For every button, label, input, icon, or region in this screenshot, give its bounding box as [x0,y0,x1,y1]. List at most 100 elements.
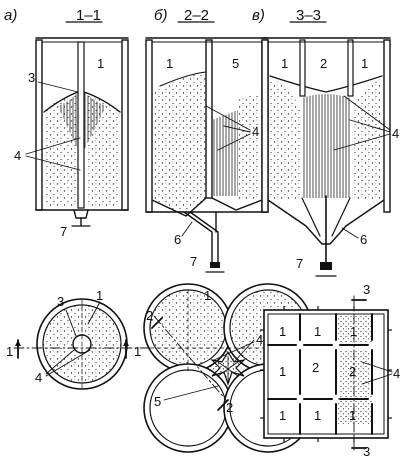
panel-a-letter: а) [4,7,17,24]
plan-single-callout-4: 4 [35,370,42,385]
plan-single-callout-3: 3 [57,294,64,309]
panel-a-funnel-edge-right [83,91,121,113]
plan-single-callout-1: 1 [96,288,103,303]
panel-a-leader-4b [25,155,81,171]
plan-single-silo: 1 3 4 1 1 [6,288,151,391]
panel-a-callout-7: 7 [60,224,67,239]
panel-c-leader-6 [341,227,359,239]
section-mark-1-left-arrow [15,340,21,346]
plan-cluster-callout-4: 4 [256,332,263,347]
plan-grid-cell-1-r1c2: 1 [314,324,321,339]
panel-c-letter: в) [252,7,265,24]
plan-cluster-callout-1: 1 [204,288,211,303]
panel-c-callout-7: 7 [296,256,303,271]
panel-c-callout-1-right: 1 [361,56,368,71]
panel-c-left-fill [270,78,300,200]
panel-b-right-cell-hatch [212,110,238,196]
panel-b-outlet-pipe-left [183,211,213,263]
section-mark-3-top: 3 [363,282,370,297]
section-mark-2-top: 2 [146,308,153,323]
panel-a-funnel-left [58,92,78,150]
plan-cluster-silo-bl-inner [149,369,227,447]
panel-b-callout-5: 5 [232,56,239,71]
plan-single-leader-1 [87,301,101,325]
plan-cluster-leader-4b [213,341,255,361]
panel-b-leader-4a [205,105,251,131]
panel-b-outlet-gate [210,262,220,268]
plan-grid-cell-1-r1c3: 1 [350,324,357,339]
panel-c-right-fill [352,78,382,200]
panel-a-callout-4: 4 [14,148,21,163]
plan-grid-cell-2-r2c2: 2 [312,360,319,375]
panel-a-right-wall [121,39,129,211]
panel-c-center-hatch [302,94,350,198]
plan-grid-cell-1-r3c3: 1 [349,408,356,423]
section-mark-1-right: 1 [134,344,141,359]
panel-c-leader-4c [333,133,391,151]
panel-c-left-wall [261,39,269,213]
plan-square-grid: 3 3 1 1 1 1 2 2 1 1 1 4 [260,282,400,459]
panel-a-section: 1–1 [76,7,101,24]
plan-grid-top-right-fill [338,316,372,342]
section-mark-1-left: 1 [6,344,13,359]
panel-c-funnel-curve [269,75,383,93]
plan-single-leader-4b [45,349,91,377]
panel-a-left-wall [35,39,43,211]
panel-c-section: 3–3 [296,7,321,24]
plan-grid-cell-1-r2c1: 1 [279,364,286,379]
section-mark-3-bottom: 3 [363,444,370,459]
plan-cluster-leader-5 [163,385,219,401]
panel-b-letter: б) [154,7,167,24]
panel-b-outlet-pipe-right [189,211,219,263]
plan-grid-center-fill [340,350,370,394]
panel-a-central-pipe [77,41,85,209]
panel-b-left-cell-fill [154,72,206,216]
plan-single-leader-4a [45,349,75,375]
panel-b-left-hopper [151,197,207,217]
panel-b: б) 2–2 1 5 4 6 7 [145,7,269,273]
panel-c-inner-wall-right [347,39,354,97]
section-mark-1-right-arrow [123,340,129,346]
panel-c-callout-6: 6 [360,232,367,247]
plan-grid-cell-1-r3c1: 1 [279,408,286,423]
panel-b-callout-4: 4 [252,124,259,139]
panel-c-outlet-gate [320,262,332,270]
plan-grid-cell-2-r2c3: 2 [349,364,356,379]
panel-c-leader-4a [343,95,391,131]
panel-c-callout-4: 4 [392,126,399,141]
panel-a-outlet [73,209,89,219]
plan-grid-leader-4b [361,373,393,385]
panel-c-hopper-rib-right [331,197,351,237]
plan-grid-cell-1-r3c2: 1 [314,408,321,423]
panel-c-hopper-rib-left [301,197,321,237]
plan-cluster-cut-line [153,315,227,401]
plan-grid-bottom-right-fill [338,396,372,424]
panel-c: в) 3–3 1 2 1 4 6 7 [252,7,399,277]
section-mark-2-top-bar [151,317,163,329]
panel-c-inner-wall-left [299,39,306,97]
plan-single-leader-3 [65,309,77,337]
panel-a: а) 1–1 1 3 4 7 [4,7,129,239]
panel-a-callout-3: 3 [28,70,35,85]
panel-b-leader-4c [217,133,251,151]
panel-c-callout-1-left: 1 [281,56,288,71]
panel-a-callout-1: 1 [97,56,104,71]
panel-b-left-wall [145,39,153,213]
panel-b-right-cell-fill [238,92,260,200]
panel-b-callout-6: 6 [174,232,181,247]
panel-c-callout-2: 2 [320,56,327,71]
panel-a-leader-3 [37,81,79,93]
panel-a-funnel-edge-left [43,91,79,113]
panel-b-mid-wall [205,39,213,199]
plan-cluster-callout-5: 5 [154,394,161,409]
panel-a-funnel-right [84,92,106,150]
panel-b-section: 2–2 [184,7,209,24]
panel-b-leader-4b [223,125,251,133]
panel-c-leader-4b [349,119,391,133]
plan-grid-callout-4: 4 [393,366,400,381]
panel-b-callout-1: 1 [166,56,173,71]
section-mark-2-bottom: 2 [226,400,233,415]
plan-grid-cell-1-r1c1: 1 [279,324,286,339]
panel-a-leader-4a [25,137,81,155]
